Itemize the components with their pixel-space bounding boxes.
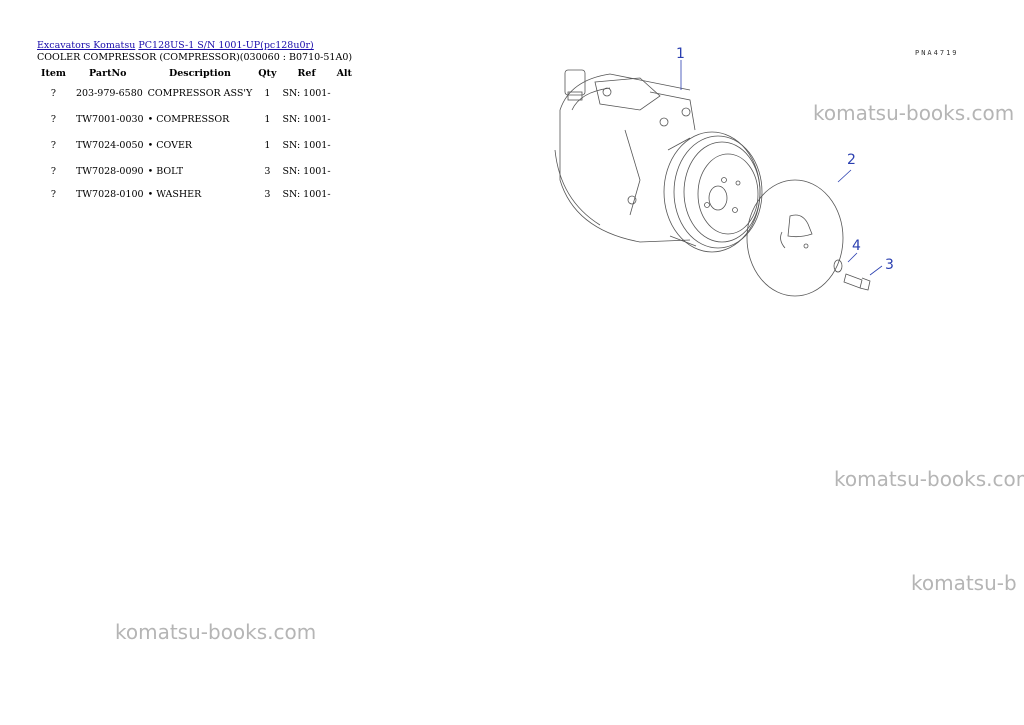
- table-row: ? 203-979-6580 COMPRESSOR ASS'Y 1 SN: 10…: [37, 80, 356, 106]
- cell-alt: [333, 106, 356, 132]
- cell-ref: SN: 1001-: [282, 87, 331, 99]
- header-qty: Qty: [258, 67, 277, 79]
- watermark: komatsu-books.com: [834, 467, 1024, 491]
- parts-table: Item PartNo Description Qty Ref Alt ? 20…: [37, 66, 356, 205]
- cell-partno: TW7001-0030: [75, 113, 144, 125]
- breadcrumb: Excavators Komatsu PC128US-1 S/N 1001-UP…: [37, 40, 314, 51]
- table-row: ? TW7028-0100 • WASHER 3 SN: 1001-: [37, 184, 356, 205]
- cell-description: • COVER: [147, 139, 193, 151]
- cell-alt: [333, 184, 356, 205]
- header-alt: Alt: [336, 67, 352, 79]
- cell-description: COMPRESSOR ASS'Y: [147, 87, 253, 99]
- cell-ref: SN: 1001-: [282, 189, 331, 200]
- cell-qty: 1: [264, 139, 271, 151]
- table-row: ? TW7024-0050 • COVER 1 SN: 1001-: [37, 132, 356, 158]
- cell-alt: [333, 158, 356, 184]
- cell-qty: 1: [264, 113, 271, 125]
- table-row: ? TW7028-0090 • BOLT 3 SN: 1001-: [37, 158, 356, 184]
- header-partno: PartNo: [89, 67, 127, 79]
- cell-alt: [333, 80, 356, 106]
- cell-item: ?: [50, 139, 57, 151]
- header-description: Description: [168, 67, 231, 79]
- cell-description: • BOLT: [147, 165, 184, 177]
- compressor-drawing: [554, 69, 871, 297]
- cell-item: ?: [50, 189, 57, 200]
- cell-partno: TW7024-0050: [75, 139, 144, 151]
- cell-partno: TW7028-0090: [75, 165, 144, 177]
- cell-ref: SN: 1001-: [282, 113, 331, 125]
- cell-description: • WASHER: [147, 189, 202, 200]
- watermark: komatsu-b: [911, 571, 1017, 595]
- header-ref: Ref: [297, 67, 316, 79]
- cell-description: • COMPRESSOR: [147, 113, 230, 125]
- page-title: COOLER COMPRESSOR (COMPRESSOR)(030060 : …: [37, 52, 353, 63]
- cell-partno: TW7028-0100: [75, 189, 144, 200]
- cell-partno: 203-979-6580: [75, 87, 143, 99]
- watermark: komatsu-books.com: [813, 101, 1015, 125]
- exploded-parts-diagram: 1 2 3 4: [554, 46, 894, 297]
- diagram-ref-code: PNA4719: [915, 49, 959, 57]
- table-header-row: Item PartNo Description Qty Ref Alt: [37, 66, 356, 80]
- callout-leaders: [680, 60, 883, 276]
- cell-ref: SN: 1001-: [282, 165, 331, 177]
- cell-qty: 3: [264, 189, 271, 200]
- callout-4: 4: [852, 238, 861, 254]
- header-item: Item: [41, 67, 66, 79]
- cell-qty: 1: [264, 87, 271, 99]
- cell-item: ?: [50, 165, 57, 177]
- callout-3: 3: [885, 257, 894, 273]
- cell-ref: SN: 1001-: [282, 139, 331, 151]
- cell-alt: [333, 132, 356, 158]
- breadcrumb-link-model[interactable]: PC128US-1 S/N 1001-UP(pc128u0r): [138, 40, 314, 51]
- cell-qty: 3: [264, 165, 271, 177]
- breadcrumb-link-excavators[interactable]: Excavators Komatsu: [37, 40, 136, 51]
- table-row: ? TW7001-0030 • COMPRESSOR 1 SN: 1001-: [37, 106, 356, 132]
- callout-1: 1: [676, 46, 685, 62]
- cell-item: ?: [50, 87, 57, 99]
- watermark: komatsu-books.com: [115, 620, 317, 644]
- cell-item: ?: [50, 113, 57, 125]
- callout-2: 2: [847, 152, 856, 168]
